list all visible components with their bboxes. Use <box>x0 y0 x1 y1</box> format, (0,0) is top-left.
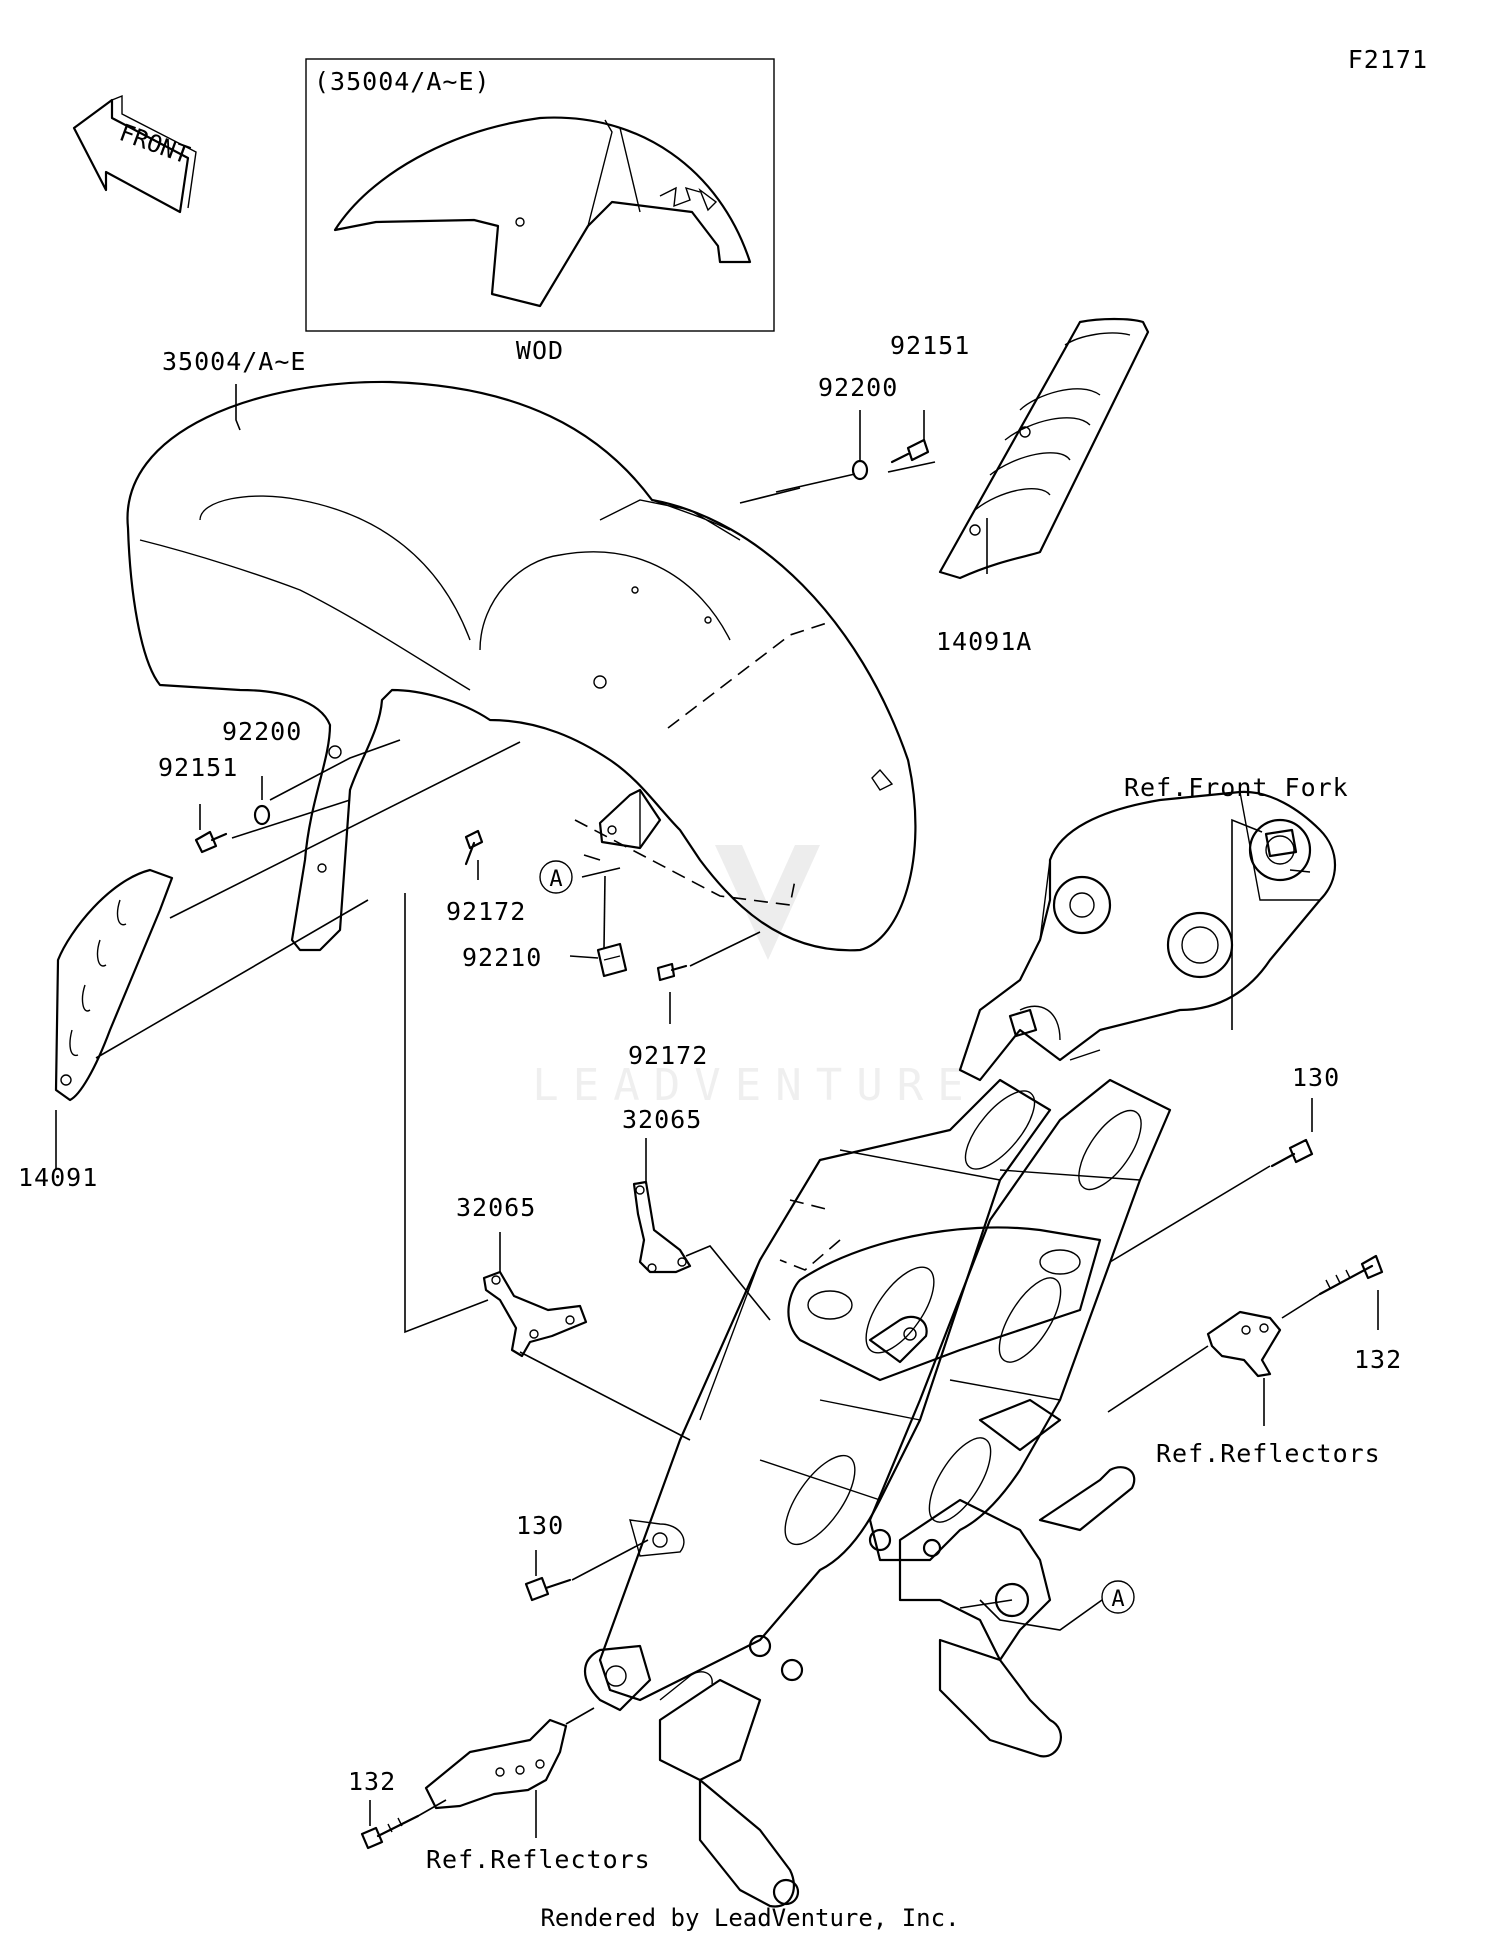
fender-inner-bracket <box>598 788 662 850</box>
label-bolt-92151-right: 92151 <box>890 331 970 360</box>
front-fork-assembly <box>584 790 1337 1908</box>
bolt-132-right <box>1318 1254 1384 1296</box>
watermark-text: LEADVENTURE <box>532 1060 977 1111</box>
label-bracket-32065-lower: 32065 <box>456 1193 536 1222</box>
washer-92200-right <box>851 459 869 481</box>
inset-caption: WOD <box>516 336 564 365</box>
bracket-32065-upper <box>632 1180 692 1274</box>
label-ref-reflectors-left: Ref.Reflectors <box>426 1845 651 1874</box>
label-bolt-132-right: 132 <box>1354 1345 1402 1374</box>
bolt-92151-right <box>890 438 930 464</box>
label-cover-right: 14091A <box>936 627 1032 656</box>
label-bolt-130-left: 130 <box>516 1511 564 1540</box>
label-nut-92210: 92210 <box>462 943 542 972</box>
bolt-132-left <box>360 1814 420 1850</box>
footer-credit: Rendered by LeadVenture, Inc. <box>540 1904 959 1932</box>
label-bracket-32065-upper: 32065 <box>622 1105 702 1134</box>
bolt-130-right <box>1270 1138 1314 1168</box>
front-arrow-icon: FRONT <box>72 94 197 214</box>
phantom-lines <box>574 621 841 1271</box>
reflector-bracket-right <box>1206 1310 1282 1378</box>
callout-a-top: A <box>539 860 573 894</box>
label-ref-reflectors-right: Ref.Reflectors <box>1156 1439 1381 1468</box>
washer-92200-left <box>253 804 271 826</box>
screw-92172-lower <box>656 962 688 982</box>
svg-text:A: A <box>549 867 562 892</box>
label-washer-92200-left: 92200 <box>222 717 302 746</box>
label-bolt-130-right: 130 <box>1292 1063 1340 1092</box>
right-side-cover-14091a <box>938 317 1150 580</box>
leader-lines <box>55 384 1379 1838</box>
label-fender: 35004/A~E <box>162 347 306 376</box>
label-washer-92200-right: 92200 <box>818 373 898 402</box>
nut-92210 <box>596 942 628 978</box>
inset-title: (35004/A~E) <box>314 67 491 96</box>
label-bolt-132-left: 132 <box>348 1767 396 1796</box>
watermark: LEADVENTURE <box>532 845 977 1111</box>
label-screw-92172-lower: 92172 <box>628 1041 708 1070</box>
front-arrow-text: FRONT <box>116 118 193 169</box>
left-side-cover-14091 <box>54 868 174 1102</box>
svg-text:A: A <box>1111 1587 1124 1612</box>
figure-code: F2171 <box>1348 45 1428 74</box>
label-screw-92172-upper: 92172 <box>446 897 526 926</box>
inset-panel: (35004/A~E) WOD <box>305 58 775 365</box>
bolt-130-left <box>524 1576 572 1602</box>
reflector-bracket-left <box>424 1718 568 1810</box>
bolt-92151-left <box>194 830 228 854</box>
label-bolt-92151-left: 92151 <box>158 753 238 782</box>
screw-92172-upper <box>464 829 484 866</box>
front-fender <box>126 380 917 952</box>
label-cover-left: 14091 <box>18 1163 98 1192</box>
bracket-32065-lower <box>482 1270 588 1358</box>
label-ref-front-fork: Ref.Front Fork <box>1124 773 1349 802</box>
callout-a-bottom: A <box>1101 1580 1135 1614</box>
